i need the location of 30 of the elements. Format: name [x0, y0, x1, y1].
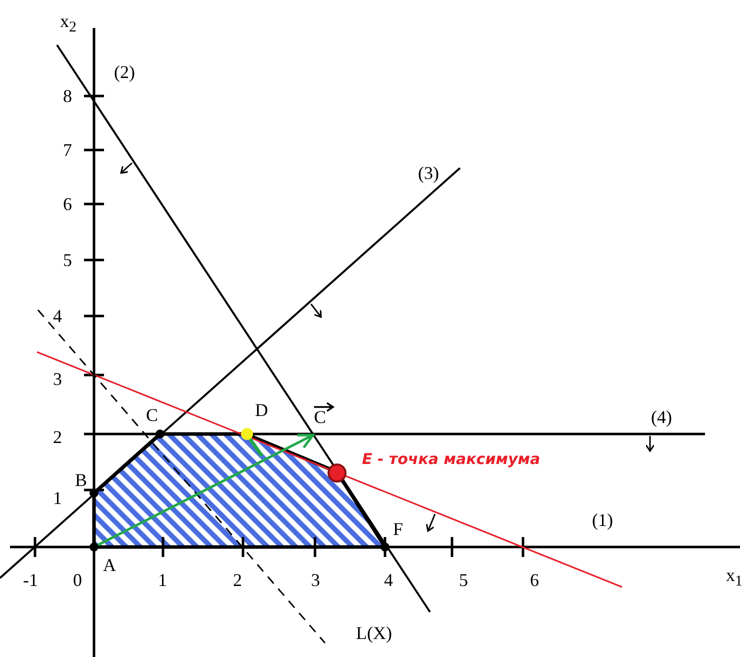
tick-label: 1 — [158, 571, 167, 589]
point-label: B — [75, 471, 88, 489]
axis-label: x$_{2}$ — [60, 12, 76, 36]
tick-label: 4 — [384, 571, 393, 589]
line-label: (1) — [592, 511, 613, 529]
tick-label: 4 — [53, 307, 62, 325]
point-label: C — [146, 406, 158, 424]
tick-label: 5 — [459, 571, 468, 589]
tick-label: 3 — [311, 571, 320, 589]
tick-label: 6 — [63, 195, 72, 213]
tick-label: 0 — [73, 571, 82, 589]
tick-label: 2 — [53, 428, 62, 446]
axis-label: x$_{1}$ — [726, 566, 742, 590]
line-label: (2) — [114, 63, 135, 81]
point-label: D — [255, 401, 268, 419]
line-label: (4) — [651, 408, 672, 426]
line-label: L(X) — [356, 624, 392, 642]
tick-label: 2 — [233, 571, 242, 589]
line-label: (3) — [418, 164, 439, 182]
tick-label: 8 — [63, 87, 72, 105]
tick-label: 3 — [53, 370, 62, 388]
tick-label: 7 — [63, 141, 72, 159]
vector-label: C — [314, 408, 326, 426]
point-label: A — [103, 556, 116, 574]
tick-label: 6 — [530, 571, 539, 589]
point-label: F — [393, 520, 404, 538]
tick-label: 5 — [63, 251, 72, 269]
annotation: E - точка максимума — [362, 452, 540, 467]
tick-label: 1 — [53, 489, 62, 507]
tick-label: -1 — [23, 571, 38, 589]
